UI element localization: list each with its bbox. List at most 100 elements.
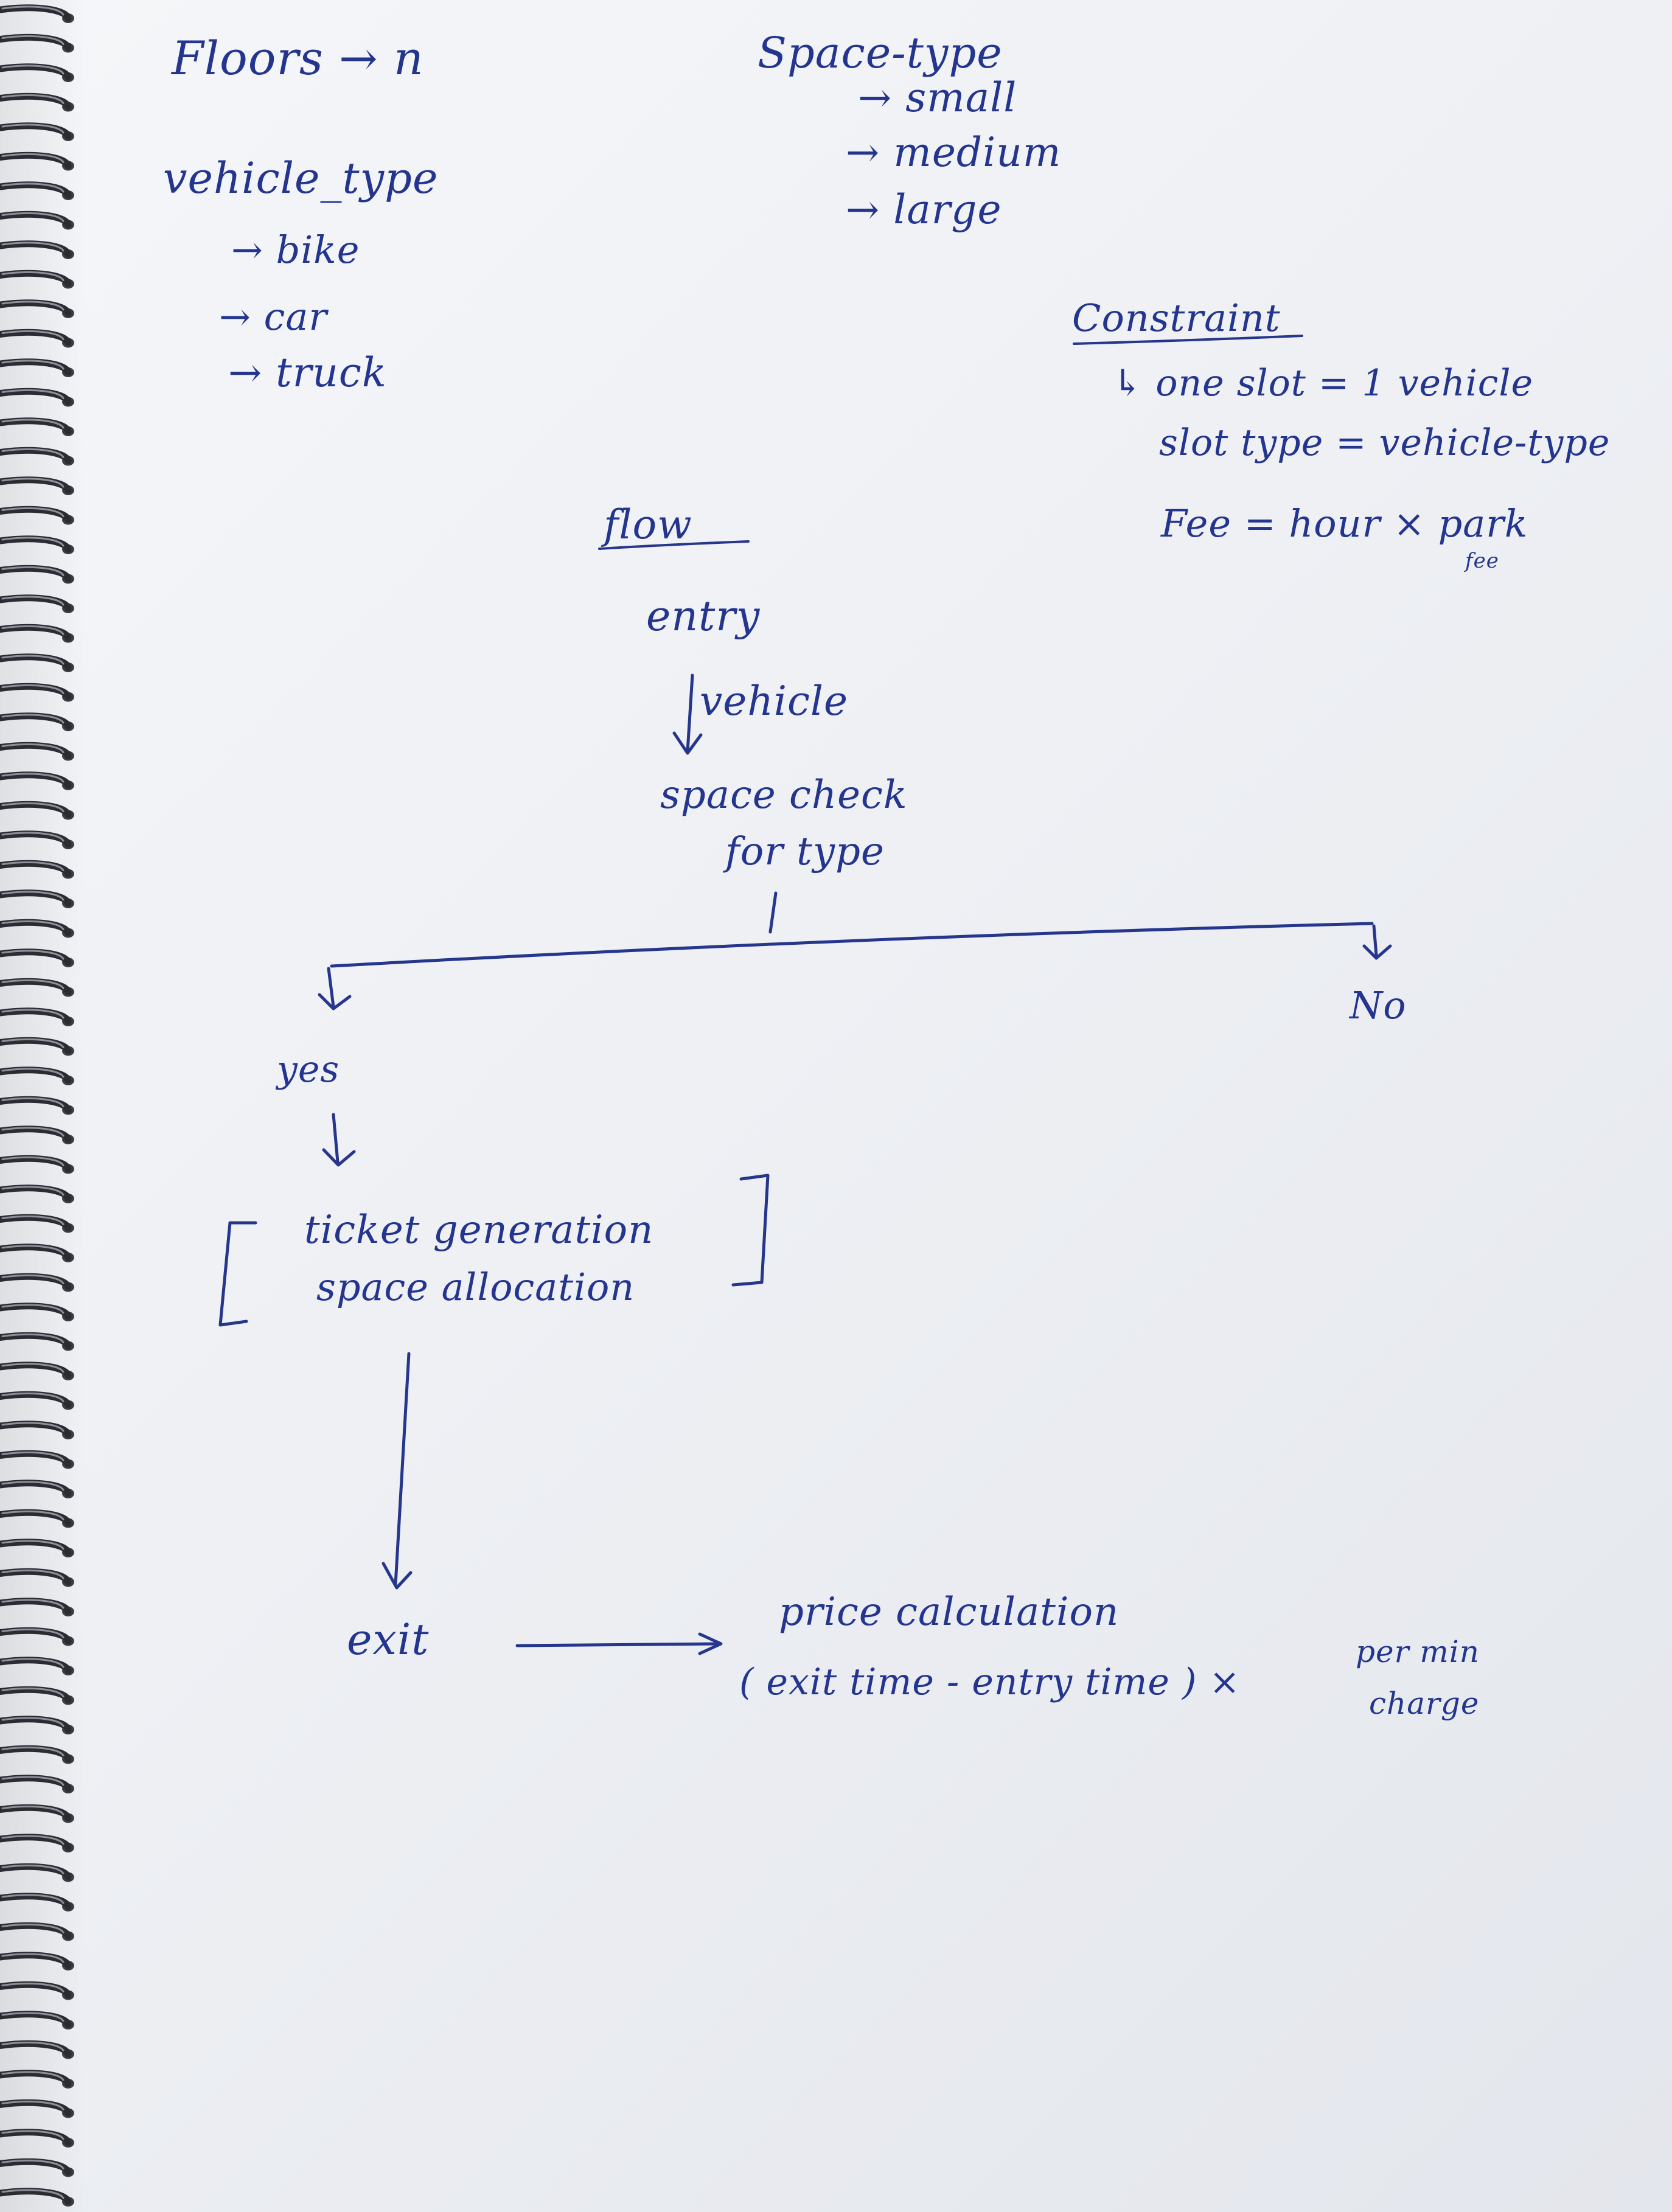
spiral-ring: [0, 742, 74, 761]
spiral-ring: [0, 594, 74, 613]
spiral-ring: [0, 1568, 74, 1587]
space-type-medium: → medium: [846, 129, 1062, 176]
branch-line: [330, 922, 1374, 968]
spiral-ring: [0, 1627, 74, 1646]
spiral-ring: [0, 476, 74, 495]
spiral-ring: [0, 1952, 74, 1970]
spiral-ring: [0, 2129, 74, 2148]
flow-space-check: space check: [660, 773, 908, 818]
floors-label: Floors → n: [172, 31, 424, 85]
ticket-bracket-right: [731, 1174, 770, 1287]
spiral-ring: [0, 1184, 74, 1203]
arrow-entry-to-check: [686, 673, 694, 753]
spiral-ring: [0, 948, 74, 967]
spiral-ring: [0, 1362, 74, 1380]
spiral-ring: [0, 151, 74, 171]
spiral-ring: [0, 830, 74, 849]
spiral-ring: [0, 388, 74, 407]
spiral-ring: [0, 2158, 74, 2177]
arrow-ticket-to-exit-head: [381, 1562, 413, 1590]
flow-entry: entry: [646, 593, 761, 641]
spiral-ring: [0, 565, 74, 584]
spiral-ring: [0, 1863, 74, 1882]
branch-stem: [768, 891, 778, 934]
spiral-ring: [0, 889, 74, 908]
spiral-ring: [0, 712, 74, 731]
arrow-entry-to-check-head: [672, 731, 703, 755]
spiral-ring: [0, 447, 74, 466]
spiral-ring: [0, 1686, 74, 1705]
spiral-ring: [0, 1273, 74, 1292]
spiral-ring: [0, 1480, 74, 1498]
space-type-large: → large: [846, 186, 1002, 233]
flow-space-allocation: space allocation: [316, 1265, 635, 1309]
spiral-ring: [0, 624, 74, 643]
spiral-ring: [0, 2011, 74, 2029]
constraint-fee: Fee = hour × park: [1161, 501, 1528, 546]
flow-charge: charge: [1369, 1686, 1480, 1721]
spiral-ring: [0, 2070, 74, 2089]
spiral-ring: [0, 1450, 74, 1469]
spiral-ring: [0, 329, 74, 348]
spiral-ring: [0, 1243, 74, 1262]
spiral-ring: [0, 1421, 74, 1439]
spiral-ring: [0, 1066, 74, 1085]
flow-exit: exit: [347, 1615, 430, 1664]
spiral-ring: [0, 181, 74, 200]
spiral-ring: [0, 122, 74, 141]
spiral-ring: [0, 506, 74, 525]
spiral-ring: [0, 1598, 74, 1616]
spiral-ring: [0, 1539, 74, 1557]
vehicle-type-bike: → bike: [231, 228, 360, 272]
ticket-bracket-left: [218, 1221, 257, 1327]
arrow-yes-to-ticket: [322, 1113, 356, 1167]
space-type-small: → small: [858, 74, 1017, 121]
constraint-title: Constraint: [1072, 296, 1281, 340]
spiral-ring: [0, 270, 74, 289]
spiral-ring: [0, 1804, 74, 1823]
spiral-ring: [0, 978, 74, 997]
spiral-ring: [0, 1007, 74, 1026]
flow-yes: yes: [277, 1048, 340, 1091]
arrow-exit-to-price: [515, 1642, 720, 1647]
spiral-ring: [0, 535, 74, 554]
spiral-ring: [0, 801, 74, 820]
spiral-ring: [0, 2188, 74, 2207]
space-type-title: Space-type: [758, 28, 1003, 78]
spiral-ring: [0, 4, 74, 23]
constraint-one-slot: ↳ one slot = 1 vehicle: [1112, 362, 1534, 405]
constraint-underline: [1073, 335, 1303, 345]
spiral-ring: [0, 210, 74, 230]
spiral-ring: [0, 1775, 74, 1793]
spiral-ring: [0, 2040, 74, 2059]
spiral-ring: [0, 1981, 74, 2000]
flow-vehicle-label: vehicle: [700, 678, 849, 725]
spiral-ring: [0, 1332, 74, 1351]
spiral-ring: [0, 2099, 74, 2118]
flow-price-formula: ( exit time - entry time ) ×: [739, 1661, 1241, 1703]
spiral-ring: [0, 1922, 74, 1941]
spiral-ring: [0, 1155, 74, 1174]
spiral-ring: [0, 1716, 74, 1734]
spiral-ring: [0, 653, 74, 672]
spiral-ring: [0, 1745, 74, 1764]
spiral-ring: [0, 1834, 74, 1852]
spiral-ring: [0, 63, 74, 82]
flow-per-min: per min: [1356, 1634, 1480, 1669]
spiral-ring: [0, 1096, 74, 1115]
yes-branch-arrow: [318, 967, 352, 1010]
spiral-ring: [0, 33, 74, 53]
spiral-ring: [0, 417, 74, 436]
vehicle-type-title: vehicle_type: [163, 153, 439, 203]
spiral-ring: [0, 860, 74, 879]
spiral-ring: [0, 1125, 74, 1144]
flow-price-calculation: price calculation: [779, 1590, 1120, 1635]
vehicle-type-car: → car: [219, 294, 327, 339]
spiral-ring: [0, 919, 74, 938]
flow-underline: [598, 540, 750, 550]
spiral-ring: [0, 92, 74, 112]
spiral-ring: [0, 240, 74, 259]
spiral-ring: [0, 299, 74, 318]
